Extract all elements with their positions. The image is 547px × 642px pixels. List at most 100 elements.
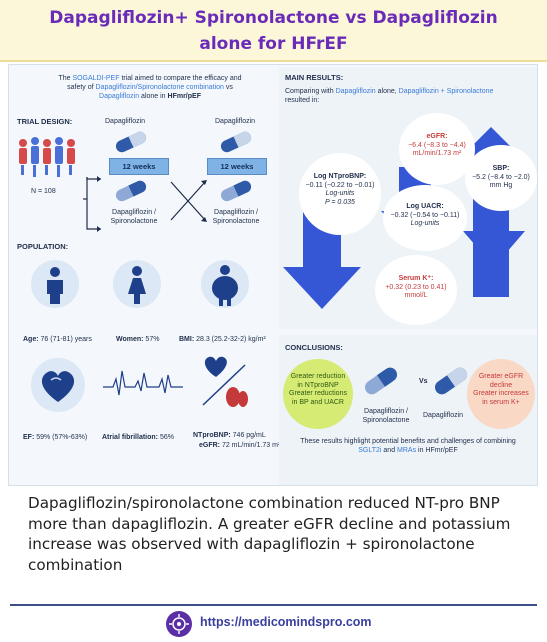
- benefit-line: in BP and UACR: [291, 398, 344, 406]
- population-label: POPULATION:: [17, 242, 69, 251]
- result-title: Log NTproBNP:: [313, 173, 367, 180]
- footer: https://medicomindspro.com: [166, 611, 396, 637]
- arm-bottom-line: Spironolactone: [110, 218, 158, 225]
- duration-box: 12 weeks: [109, 158, 169, 175]
- result-title: eGFR:: [426, 133, 448, 140]
- result-title: Log UACR:: [406, 203, 444, 210]
- stat-egfr: eGFR: 72 mL/min/1.73 m²: [199, 441, 280, 450]
- main-results-label: MAIN RESULTS:: [285, 73, 344, 82]
- risk-line: decline: [489, 381, 513, 389]
- intro-fragment: alone in: [139, 93, 168, 100]
- result-unit: mm Hg: [489, 182, 513, 189]
- conclusion-text: These results highlight potential benefi…: [283, 437, 533, 455]
- intro-fragment: vs: [223, 84, 233, 91]
- drug-line: Spironolactone: [362, 417, 410, 424]
- intro-fragment: trial aimed to compare the efficacy and: [119, 75, 242, 82]
- results-subtitle: Comparing with Dapagliflozin alone, Dapa…: [285, 87, 535, 105]
- dapa-drug-label: Dapagliflozin: [423, 412, 464, 419]
- website-link[interactable]: https://medicomindspro.com: [200, 615, 372, 629]
- conclusions-label: CONCLUSIONS:: [285, 343, 343, 352]
- arm-bottom-line: Dapagliflozin /: [214, 209, 258, 216]
- stat-key: BMI:: [179, 336, 195, 343]
- stat-value: 72 mL/min/1.73 m²: [220, 442, 281, 449]
- result-value: −0.11 (−0.22 to −0.01): [305, 181, 375, 189]
- result-unit: mmol/L: [404, 292, 428, 299]
- conclusion-fragment: in HFmr/pEF: [416, 447, 458, 454]
- stat-value: 76 (71-81) years: [38, 336, 92, 343]
- footer-divider: [10, 604, 537, 606]
- risk-line: in serum K+: [482, 398, 520, 406]
- subtitle-fragment: alone,: [375, 88, 399, 95]
- stat-value: 57%: [143, 336, 160, 343]
- stat-women: Women: 57%: [116, 335, 159, 344]
- intro-combo: Dapagliflozin/Spironolactone combination: [95, 84, 224, 91]
- conclusion-fragment: and: [381, 447, 398, 454]
- stat-ntprobnp: NTproBNP: 746 pg/mL: [193, 431, 266, 440]
- people-group-icon: [19, 137, 75, 177]
- stat-value: 746 pg/mL: [230, 432, 266, 439]
- intro-fragment: The: [58, 75, 73, 82]
- arm-top-label: Dapagliflozin: [105, 118, 146, 125]
- benefit-line: in NTproBNP: [297, 381, 339, 389]
- result-uacr: Log UACR: −0.32 (−0.54 to −0.11) Log-uni…: [383, 185, 467, 251]
- women-icon: [113, 260, 161, 308]
- capsule-combo-icon: [220, 180, 252, 202]
- sample-size: N = 108: [31, 188, 56, 195]
- stat-key: Women:: [116, 336, 144, 343]
- stat-ef: EF: 59% (57%-63%): [23, 433, 87, 442]
- result-unit: Log-units: [325, 190, 355, 197]
- result-title: SBP:: [492, 165, 510, 172]
- age-icon: [31, 260, 79, 308]
- result-value: −5.2 (−8.4 to −2.0): [472, 173, 530, 181]
- result-title: Serum K⁺:: [398, 275, 434, 282]
- stat-key: eGFR:: [199, 442, 220, 449]
- stat-bmi: BMI: 28.3 (25.2-32-2) kg/m²: [179, 335, 266, 344]
- stat-value: 59% (57%-63%): [34, 434, 88, 441]
- conclusion-mras: MRAs: [397, 447, 417, 454]
- subtitle-fragment: resulted in:: [285, 97, 320, 104]
- conclusion-sglt2: SGLT2i: [358, 447, 382, 454]
- trial-design-label: TRIAL DESIGN:: [17, 117, 73, 126]
- arm-bottom-line: Spironolactone: [212, 218, 260, 225]
- capsule-combo-icon: [115, 180, 147, 202]
- stat-af: Atrial fibrillation: 56%: [102, 433, 174, 442]
- benefit-line: Greater reductions: [289, 390, 347, 397]
- conclusions-panel: CONCLUSIONS: Greater reduction in NTproB…: [279, 335, 537, 485]
- result-value: −6.4 (−8.3 to −4.4): [408, 141, 466, 149]
- heart-icon: [31, 358, 85, 412]
- arm-top-label-right: Dapagliflozin: [215, 118, 256, 125]
- stat-key: EF:: [23, 434, 35, 441]
- brand-logo-icon: [166, 611, 192, 637]
- risks-circle: Greater eGFR decline Greater increases i…: [467, 359, 535, 429]
- subtitle-fragment: Comparing with: [285, 88, 336, 95]
- stat-age: Age: 76 (71-81) years: [23, 335, 92, 344]
- summary-caption: Dapagliflozin/spironolactone combination…: [28, 494, 511, 574]
- intro-population: HFmr/pEF: [167, 93, 201, 100]
- arm-bottom-line: Dapagliflozin /: [112, 209, 156, 216]
- risk-line: Greater eGFR: [478, 373, 524, 380]
- main-results-panel: MAIN RESULTS: Comparing with Dapaglifloz…: [279, 67, 537, 329]
- intro-dapa: Dapagliflozin: [99, 93, 140, 100]
- stat-key: Age:: [23, 336, 39, 343]
- capsule-combo-icon: [364, 367, 398, 395]
- arm-bottom-label-right: Dapagliflozin / Spironolactone: [205, 208, 267, 226]
- subtitle-dapa: Dapagliflozin: [335, 88, 376, 95]
- intro-fragment: safety of: [67, 84, 96, 91]
- result-unit: Log-units: [410, 220, 440, 227]
- conclusion-fragment: These results highlight potential benefi…: [300, 438, 516, 445]
- benefit-line: Greater reduction: [290, 373, 346, 380]
- result-potassium: Serum K⁺: +0.32 (0.23 to 0.41) mmol/L: [375, 255, 457, 325]
- benefits-circle: Greater reduction in NTproBNP Greater re…: [283, 359, 353, 429]
- stat-key: Atrial fibrillation:: [102, 434, 158, 441]
- combo-drug-label: Dapagliflozin / Spironolactone: [359, 407, 413, 425]
- stat-key: NTproBNP:: [193, 432, 231, 439]
- graphical-abstract: The SOGALDI-PEF trial aimed to compare t…: [8, 64, 538, 486]
- drug-line: Dapagliflozin /: [364, 408, 408, 415]
- intro-text: The SOGALDI-PEF trial aimed to compare t…: [35, 74, 265, 101]
- ecg-icon: [103, 370, 183, 396]
- result-value: −0.32 (−0.54 to −0.11): [390, 211, 460, 219]
- stat-value: 28.3 (25.2-32-2) kg/m²: [194, 336, 266, 343]
- result-sbp: SBP: −5.2 (−8.4 to −2.0) mm Hg: [465, 145, 537, 211]
- trial-name: SOGALDI-PEF: [72, 75, 120, 82]
